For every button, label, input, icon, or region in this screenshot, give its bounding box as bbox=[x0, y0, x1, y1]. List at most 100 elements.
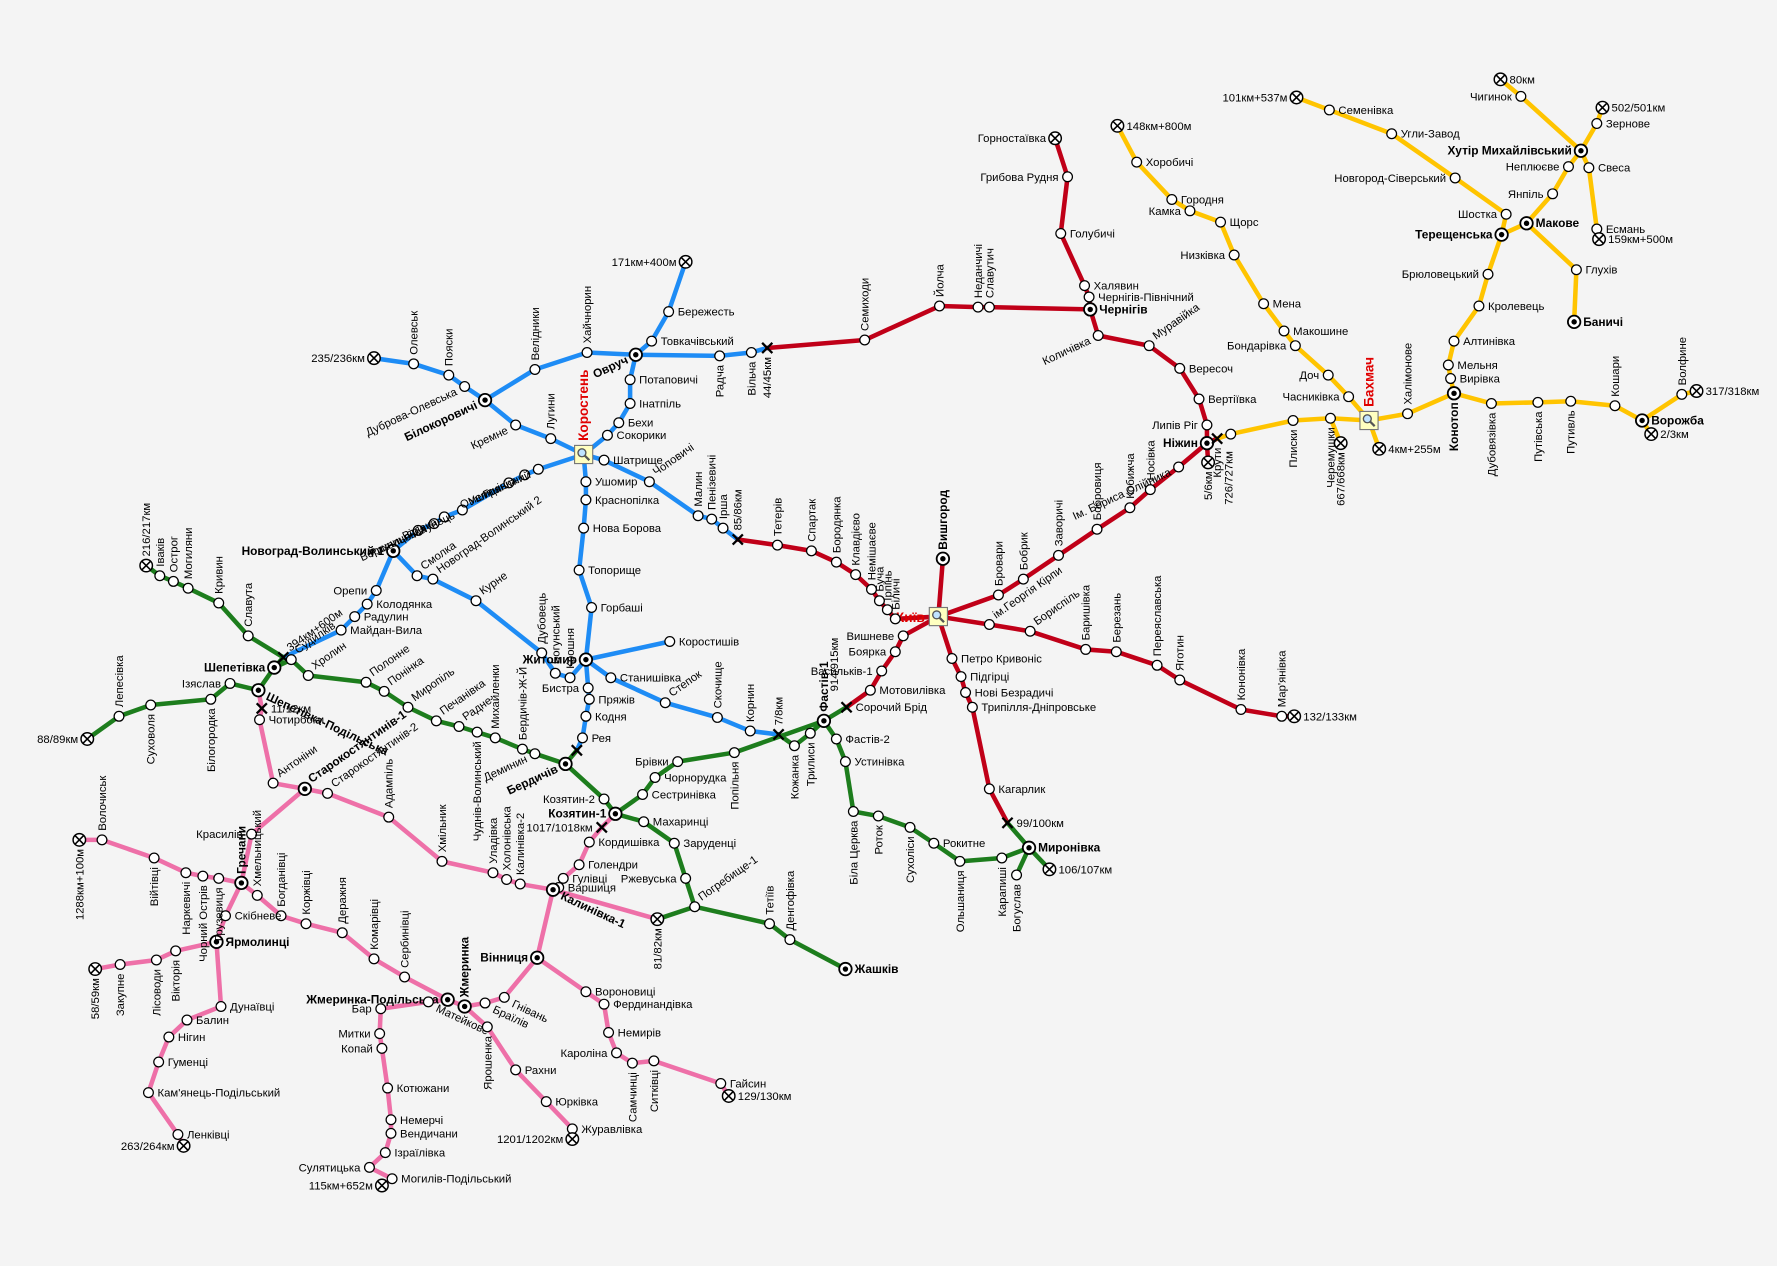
station-yarm[interactable]: Ярмолинці bbox=[209, 934, 289, 949]
station-zhyt[interactable]: Житомир bbox=[522, 652, 594, 667]
station-yurk[interactable]: Юрківка bbox=[540, 1096, 599, 1109]
station-k11[interactable]: 11/12км bbox=[255, 702, 312, 715]
station-gruz[interactable]: Грузевиця bbox=[213, 872, 226, 942]
station-k502[interactable]: 502/501км bbox=[1595, 100, 1665, 115]
station-vend[interactable]: Вендичани bbox=[385, 1127, 458, 1140]
station-kamk[interactable]: Камка bbox=[1149, 205, 1196, 218]
station-bar[interactable]: Бар bbox=[352, 1003, 387, 1016]
station-kord[interactable]: Кордишівка bbox=[583, 836, 660, 849]
station-k101[interactable]: 101км+537м bbox=[1222, 90, 1304, 105]
station-kodn[interactable]: Кодня bbox=[580, 710, 627, 723]
station-irpi[interactable]: Ірпінь bbox=[881, 570, 894, 616]
station-shat[interactable]: Шатрище bbox=[598, 454, 663, 467]
station-petr[interactable]: Петро Кривоніс bbox=[946, 653, 1042, 665]
station-plys[interactable]: Плиски bbox=[1287, 414, 1300, 468]
station-k86x[interactable] bbox=[1225, 428, 1237, 440]
station-k115[interactable]: 115км+652м bbox=[309, 1178, 389, 1193]
station-esma[interactable]: Есмань bbox=[1591, 223, 1645, 236]
station-k1288[interactable]: 1288км+100м bbox=[72, 832, 87, 921]
station-soko[interactable]: Сокорики bbox=[601, 429, 667, 442]
station-baly[interactable]: Балин bbox=[181, 1014, 229, 1027]
station-roky[interactable]: Рокитне bbox=[928, 837, 985, 850]
station-skib[interactable]: Скібневе bbox=[220, 910, 282, 923]
station-vorz[interactable]: Ворожба bbox=[1634, 413, 1704, 428]
station-dubc[interactable]: Дубовець bbox=[536, 593, 549, 659]
station-mytk[interactable]: Митки bbox=[338, 1028, 386, 1041]
station-k56[interactable]: 5/6км bbox=[1201, 455, 1216, 500]
station-duna[interactable]: Дунаївці bbox=[215, 1000, 274, 1013]
station-khli[interactable]: Халімонове bbox=[1402, 343, 1415, 420]
station-gord[interactable]: Городня bbox=[1166, 193, 1224, 206]
station-zavo[interactable]: Заворичі bbox=[1052, 500, 1065, 561]
station-ber2[interactable]: Березань bbox=[1110, 593, 1123, 658]
station-rakh[interactable]: Рахни bbox=[510, 1064, 557, 1077]
station-vere[interactable]: Вересоч bbox=[1174, 362, 1233, 375]
station-suk2[interactable]: Суховоля bbox=[145, 699, 158, 764]
station-tryl[interactable]: Трилиси bbox=[804, 727, 817, 786]
station-chos[interactable]: Чорний Острів bbox=[197, 870, 210, 962]
station-sukh[interactable]: Сухоліси bbox=[904, 821, 917, 884]
station-chud[interactable]: Чуднів-Волинський bbox=[471, 726, 484, 841]
station-gryb[interactable]: Грибова Рудня bbox=[980, 171, 1074, 184]
station-cher[interactable]: Чернігів bbox=[1083, 302, 1148, 317]
station-sest[interactable]: Сестринівка bbox=[637, 789, 717, 801]
station-khol[interactable]: Холонівська bbox=[501, 805, 514, 886]
station-gume[interactable]: Гуменці bbox=[153, 1056, 208, 1069]
station-vilc[interactable]: Вільча bbox=[745, 346, 758, 396]
station-kbx[interactable] bbox=[570, 744, 583, 757]
station-poya[interactable]: Пояски bbox=[443, 329, 456, 381]
station-khut[interactable]: Хутір Михайлівський bbox=[1448, 143, 1589, 158]
station-bogs[interactable]: Богуслав bbox=[1011, 869, 1024, 932]
station-mary[interactable]: Мар'янівка bbox=[1276, 650, 1289, 722]
station-korn[interactable]: Корнин bbox=[744, 684, 757, 737]
station-alty[interactable]: Алтинівка bbox=[1448, 335, 1516, 348]
station-izra[interactable]: Ізраїлівка bbox=[379, 1147, 446, 1160]
station-boya[interactable]: Боярка bbox=[849, 646, 901, 659]
station-usty[interactable]: Устинівка bbox=[839, 756, 906, 769]
station-kon2[interactable]: Конотоп bbox=[1446, 386, 1462, 451]
station-pere[interactable]: Переяславська bbox=[1151, 575, 1164, 671]
station-krol[interactable]: Кролевець bbox=[1473, 300, 1545, 313]
station-k88[interactable]: 88/89км bbox=[37, 732, 95, 746]
station-samc[interactable]: Самчинці bbox=[626, 1057, 639, 1122]
station-trip[interactable]: Трипілля-Дніпровське bbox=[966, 701, 1096, 714]
station-k1017[interactable]: 1017/1018км bbox=[526, 821, 608, 834]
station-bilo[interactable]: Білогородка bbox=[205, 693, 218, 772]
station-brul[interactable]: Брюловецький bbox=[1402, 268, 1494, 281]
station-ugly[interactable]: Угли-Завод bbox=[1386, 128, 1460, 141]
station-ferd[interactable]: Фердинандівка bbox=[598, 998, 693, 1011]
station-gole[interactable]: Голендри bbox=[573, 859, 638, 872]
station-nark[interactable]: Наркевичі bbox=[180, 867, 193, 935]
station-skoc[interactable]: Скочище bbox=[711, 661, 724, 723]
station-serb[interactable]: Сербинівці bbox=[399, 911, 412, 983]
station-brov[interactable]: Бровари bbox=[992, 541, 1005, 601]
station-nbez[interactable]: Нові Безрадичі bbox=[960, 687, 1054, 699]
station-k106[interactable]: 106/107км bbox=[1042, 862, 1112, 877]
station-k2[interactable]: 2/3км bbox=[1644, 427, 1689, 442]
station-radu[interactable]: Радулин bbox=[349, 611, 409, 624]
station-k99[interactable]: 99/100км bbox=[1001, 816, 1064, 830]
station-kryv[interactable]: Кривин bbox=[213, 556, 226, 609]
station-puts[interactable]: Путівська bbox=[1532, 396, 1545, 462]
station-bond[interactable]: Бондарівка bbox=[1227, 340, 1301, 353]
station-chas[interactable]: Часниківка bbox=[1282, 391, 1355, 404]
station-voro[interactable]: Вороновиці bbox=[580, 986, 655, 999]
station-topo[interactable]: Топорище bbox=[573, 564, 641, 577]
station-volf[interactable]: Волфине bbox=[1676, 337, 1689, 400]
station-koz2[interactable]: Козятин-2 bbox=[543, 793, 610, 806]
station-yanp[interactable]: Янпіль bbox=[1508, 188, 1559, 201]
station-radc[interactable]: Радча bbox=[714, 350, 727, 397]
station-berj[interactable]: Бердичів-Ж-Й bbox=[516, 667, 529, 755]
station-k317[interactable]: 317/318км bbox=[1689, 384, 1760, 398]
station-irsh[interactable]: Ірша bbox=[717, 494, 730, 534]
station-kyiv[interactable]: Київ bbox=[896, 606, 948, 627]
station-zhas[interactable]: Жашків bbox=[838, 961, 898, 977]
station-maid[interactable]: Майдан-Вила bbox=[335, 624, 423, 637]
station-nyzk[interactable]: Низківка bbox=[1180, 249, 1240, 262]
station-zhur[interactable]: Журавлівка bbox=[566, 1123, 643, 1136]
station-bily[interactable]: Біличі bbox=[889, 578, 902, 625]
station-yago[interactable]: Яготин bbox=[1174, 635, 1187, 686]
station-b171[interactable]: 171км+400м bbox=[612, 254, 693, 269]
station-lypi[interactable]: Липів Ріг bbox=[1152, 419, 1213, 432]
station-grec[interactable]: Гречани bbox=[234, 826, 249, 891]
